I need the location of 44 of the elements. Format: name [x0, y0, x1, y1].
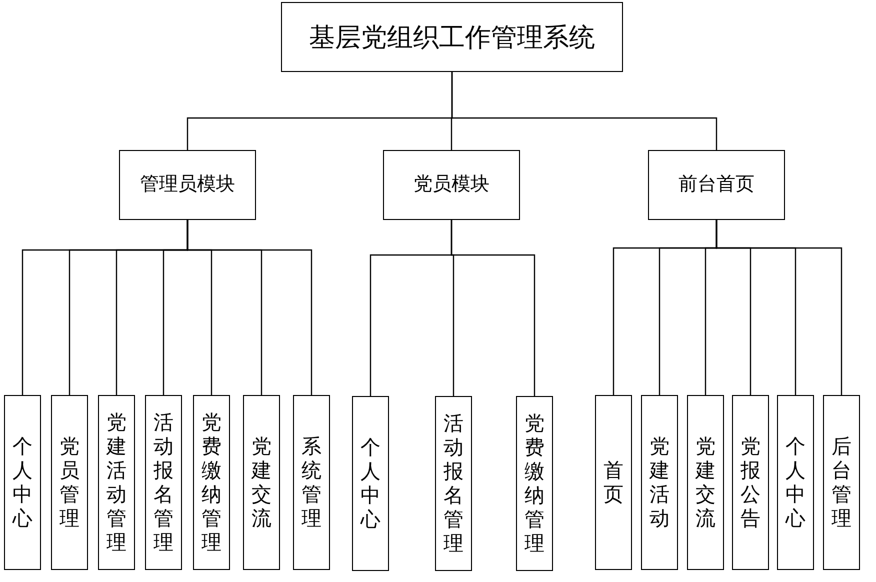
node-label: 党建活动: [650, 434, 670, 530]
leaf-box: [4, 395, 41, 570]
leaf-box: [595, 395, 632, 570]
connector-line: [186, 220, 312, 395]
node-label: 活动报名管理: [154, 410, 174, 554]
leaf-box: [516, 396, 553, 571]
leaf-box: [98, 395, 135, 570]
leaf-box: [777, 395, 814, 570]
node-label: 活动报名管理: [444, 412, 464, 556]
node-label: 个人中心: [360, 436, 380, 532]
leaf-box: [687, 395, 724, 570]
module-box: [119, 150, 256, 220]
leaf-box: [145, 395, 182, 570]
connector-line: [716, 220, 842, 395]
node-label: 前台首页: [678, 172, 754, 197]
leaf-box: [641, 395, 678, 570]
node-label: 党员模块: [414, 172, 490, 197]
node-label: 党员管理: [60, 434, 80, 530]
connector-line: [450, 220, 536, 396]
leaf-box: [293, 395, 330, 570]
node-label: 后台管理: [832, 434, 852, 530]
node-label: 党费缴纳管理: [524, 412, 544, 556]
module-box: [648, 150, 785, 220]
leaf-box: [435, 396, 472, 571]
node-label: 党建交流: [696, 434, 716, 530]
module-box: [383, 150, 520, 220]
node-label: 个人中心: [786, 434, 806, 530]
node-label: 基层党组织工作管理系统: [309, 20, 595, 54]
node-label: 党报公告: [740, 434, 760, 530]
node-label: 党建交流: [252, 434, 272, 530]
node-label: 首页: [604, 458, 624, 506]
leaf-box: [51, 395, 88, 570]
module-box: [281, 2, 623, 72]
node-label: 党费缴纳管理: [202, 410, 222, 554]
leaf-box: [823, 395, 860, 570]
connector-line: [451, 72, 718, 150]
node-label: 党建活动管理: [106, 410, 126, 554]
node-label: 个人中心: [12, 434, 32, 530]
leaf-box: [732, 395, 769, 570]
node-label: 系统管理: [302, 434, 322, 530]
leaf-box: [193, 395, 230, 570]
leaf-box: [243, 395, 280, 570]
leaf-box: [352, 396, 389, 571]
node-label: 管理员模块: [140, 172, 235, 197]
